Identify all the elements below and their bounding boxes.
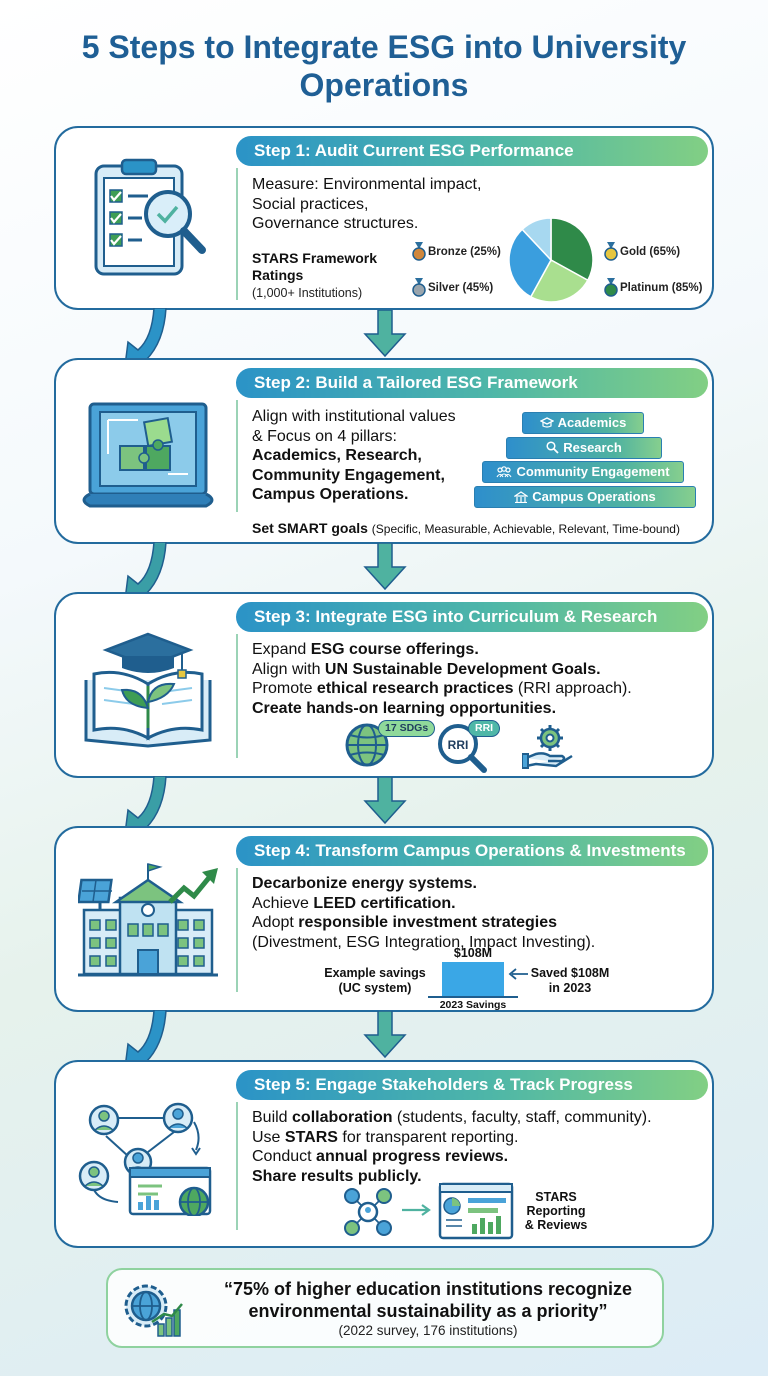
rri-magnifier-icon: RRI <box>438 724 487 773</box>
pie-slice-bronze <box>508 228 552 298</box>
step-4-heading: Step 4: Transform Campus Operations & In… <box>236 836 708 866</box>
step-3-heading: Step 3: Integrate ESG into Curriculum & … <box>236 602 708 632</box>
gear-globe-growth-icon <box>124 1284 183 1337</box>
stars-ratings-subtitle: (1,000+ Institutions) <box>252 286 363 300</box>
flow-arrow-center-4 <box>363 1011 407 1059</box>
savings-axis-label: 2023 Savings <box>439 999 507 1011</box>
savings-bar <box>442 962 504 996</box>
page-title: 5 Steps to Integrate ESG into University… <box>81 29 687 103</box>
step-2-text: Align with institutional values & Focus … <box>252 408 456 503</box>
step-5-divider <box>236 1102 238 1230</box>
campus-solar-building-icon <box>78 863 218 977</box>
people-network-icon <box>344 1188 392 1236</box>
step-4-text: Decarbonize energy systems. Achieve LEED… <box>252 875 596 951</box>
flow-arrow-center-1 <box>363 310 407 358</box>
dashboard-report-icon <box>438 1182 514 1240</box>
step-2-heading: Step 2: Build a Tailored ESG Framework <box>236 368 708 398</box>
smart-goals-text: Set SMART goals (Specific, Measurable, A… <box>252 520 680 536</box>
magnifier-icon <box>546 441 559 454</box>
step-1-heading: Step 1: Audit Current ESG Performance <box>236 136 708 166</box>
savings-bar-axis <box>428 996 518 998</box>
example-savings-label: Example savings (UC system) <box>324 966 426 995</box>
platinum-rating: Platinum (85%) <box>604 278 702 298</box>
gold-medal-icon <box>604 242 618 261</box>
survey-quote-box: “75% of higher education institutions re… <box>106 1268 664 1348</box>
step-3-divider <box>236 634 238 758</box>
silver-medal-icon <box>412 278 426 297</box>
step-2-card: Step 2: Build a Tailored ESG Framework A… <box>54 358 714 544</box>
platinum-medal-icon <box>604 278 618 297</box>
step-5-card: Step 5: Engage Stakeholders & Track Prog… <box>54 1060 714 1248</box>
step-5-text: Build collaboration (students, faculty, … <box>252 1109 652 1185</box>
silver-rating: Silver (45%) <box>412 278 493 298</box>
pie-slice-silver <box>521 217 552 262</box>
blueprint-puzzle-icon <box>82 402 214 508</box>
arrow-right-icon <box>402 1204 431 1216</box>
bronze-medal-icon <box>412 242 426 261</box>
step-1-card: Step 1: Audit Current ESG Performance Me… <box>54 126 714 310</box>
people-group-icon <box>496 466 512 478</box>
campus-building-icon <box>513 491 530 504</box>
arrow-left-icon <box>508 968 528 980</box>
stakeholder-network-icon <box>78 1102 212 1216</box>
pillar-research: Research <box>506 437 662 459</box>
pillar-community-engagement: Community Engagement <box>482 461 684 483</box>
svg-text:RRI: RRI <box>448 738 469 752</box>
step-1-text: Measure: Environmental impact, Social pr… <box>252 176 482 232</box>
pie-slice-gold <box>550 217 594 282</box>
clipboard-checklist-icon <box>94 158 206 276</box>
pie-slice-platinum <box>529 258 589 303</box>
pillar-campus-operations: Campus Operations <box>474 486 696 508</box>
step-1-divider <box>236 168 238 300</box>
step-4-divider <box>236 868 238 992</box>
stars-reporting-label: STARS Reporting & Reviews <box>524 1190 588 1232</box>
sdg-badge: 17 SDGs <box>378 720 436 737</box>
gold-rating: Gold (65%) <box>604 242 680 262</box>
flow-arrow-center-3 <box>363 777 407 825</box>
graduation-cap-icon <box>539 417 555 428</box>
step-2-divider <box>236 400 238 512</box>
step-4-card: Step 4: Transform Campus Operations & In… <box>54 826 714 1012</box>
rri-badge: RRI <box>468 720 501 737</box>
stars-ratings-title: STARS Framework Ratings <box>252 250 377 283</box>
book-graduation-plant-icon <box>84 632 212 748</box>
step-3-card: Step 3: Integrate ESG into Curriculum & … <box>54 592 714 778</box>
saved-label: Saved $108M in 2023 <box>530 966 610 995</box>
bronze-rating: Bronze (25%) <box>412 242 501 262</box>
flow-arrow-center-2 <box>363 543 407 591</box>
hand-gear-icon <box>522 725 573 769</box>
pillar-academics: Academics <box>522 412 644 434</box>
savings-bar-value-label: $108M <box>453 946 493 960</box>
stars-ratings-pie-chart <box>508 217 594 303</box>
step-5-heading: Step 5: Engage Stakeholders & Track Prog… <box>236 1070 708 1100</box>
step-3-text: Expand ESG course offerings. Align with … <box>252 641 632 717</box>
survey-quote: “75% of higher education institutions re… <box>223 1279 633 1338</box>
